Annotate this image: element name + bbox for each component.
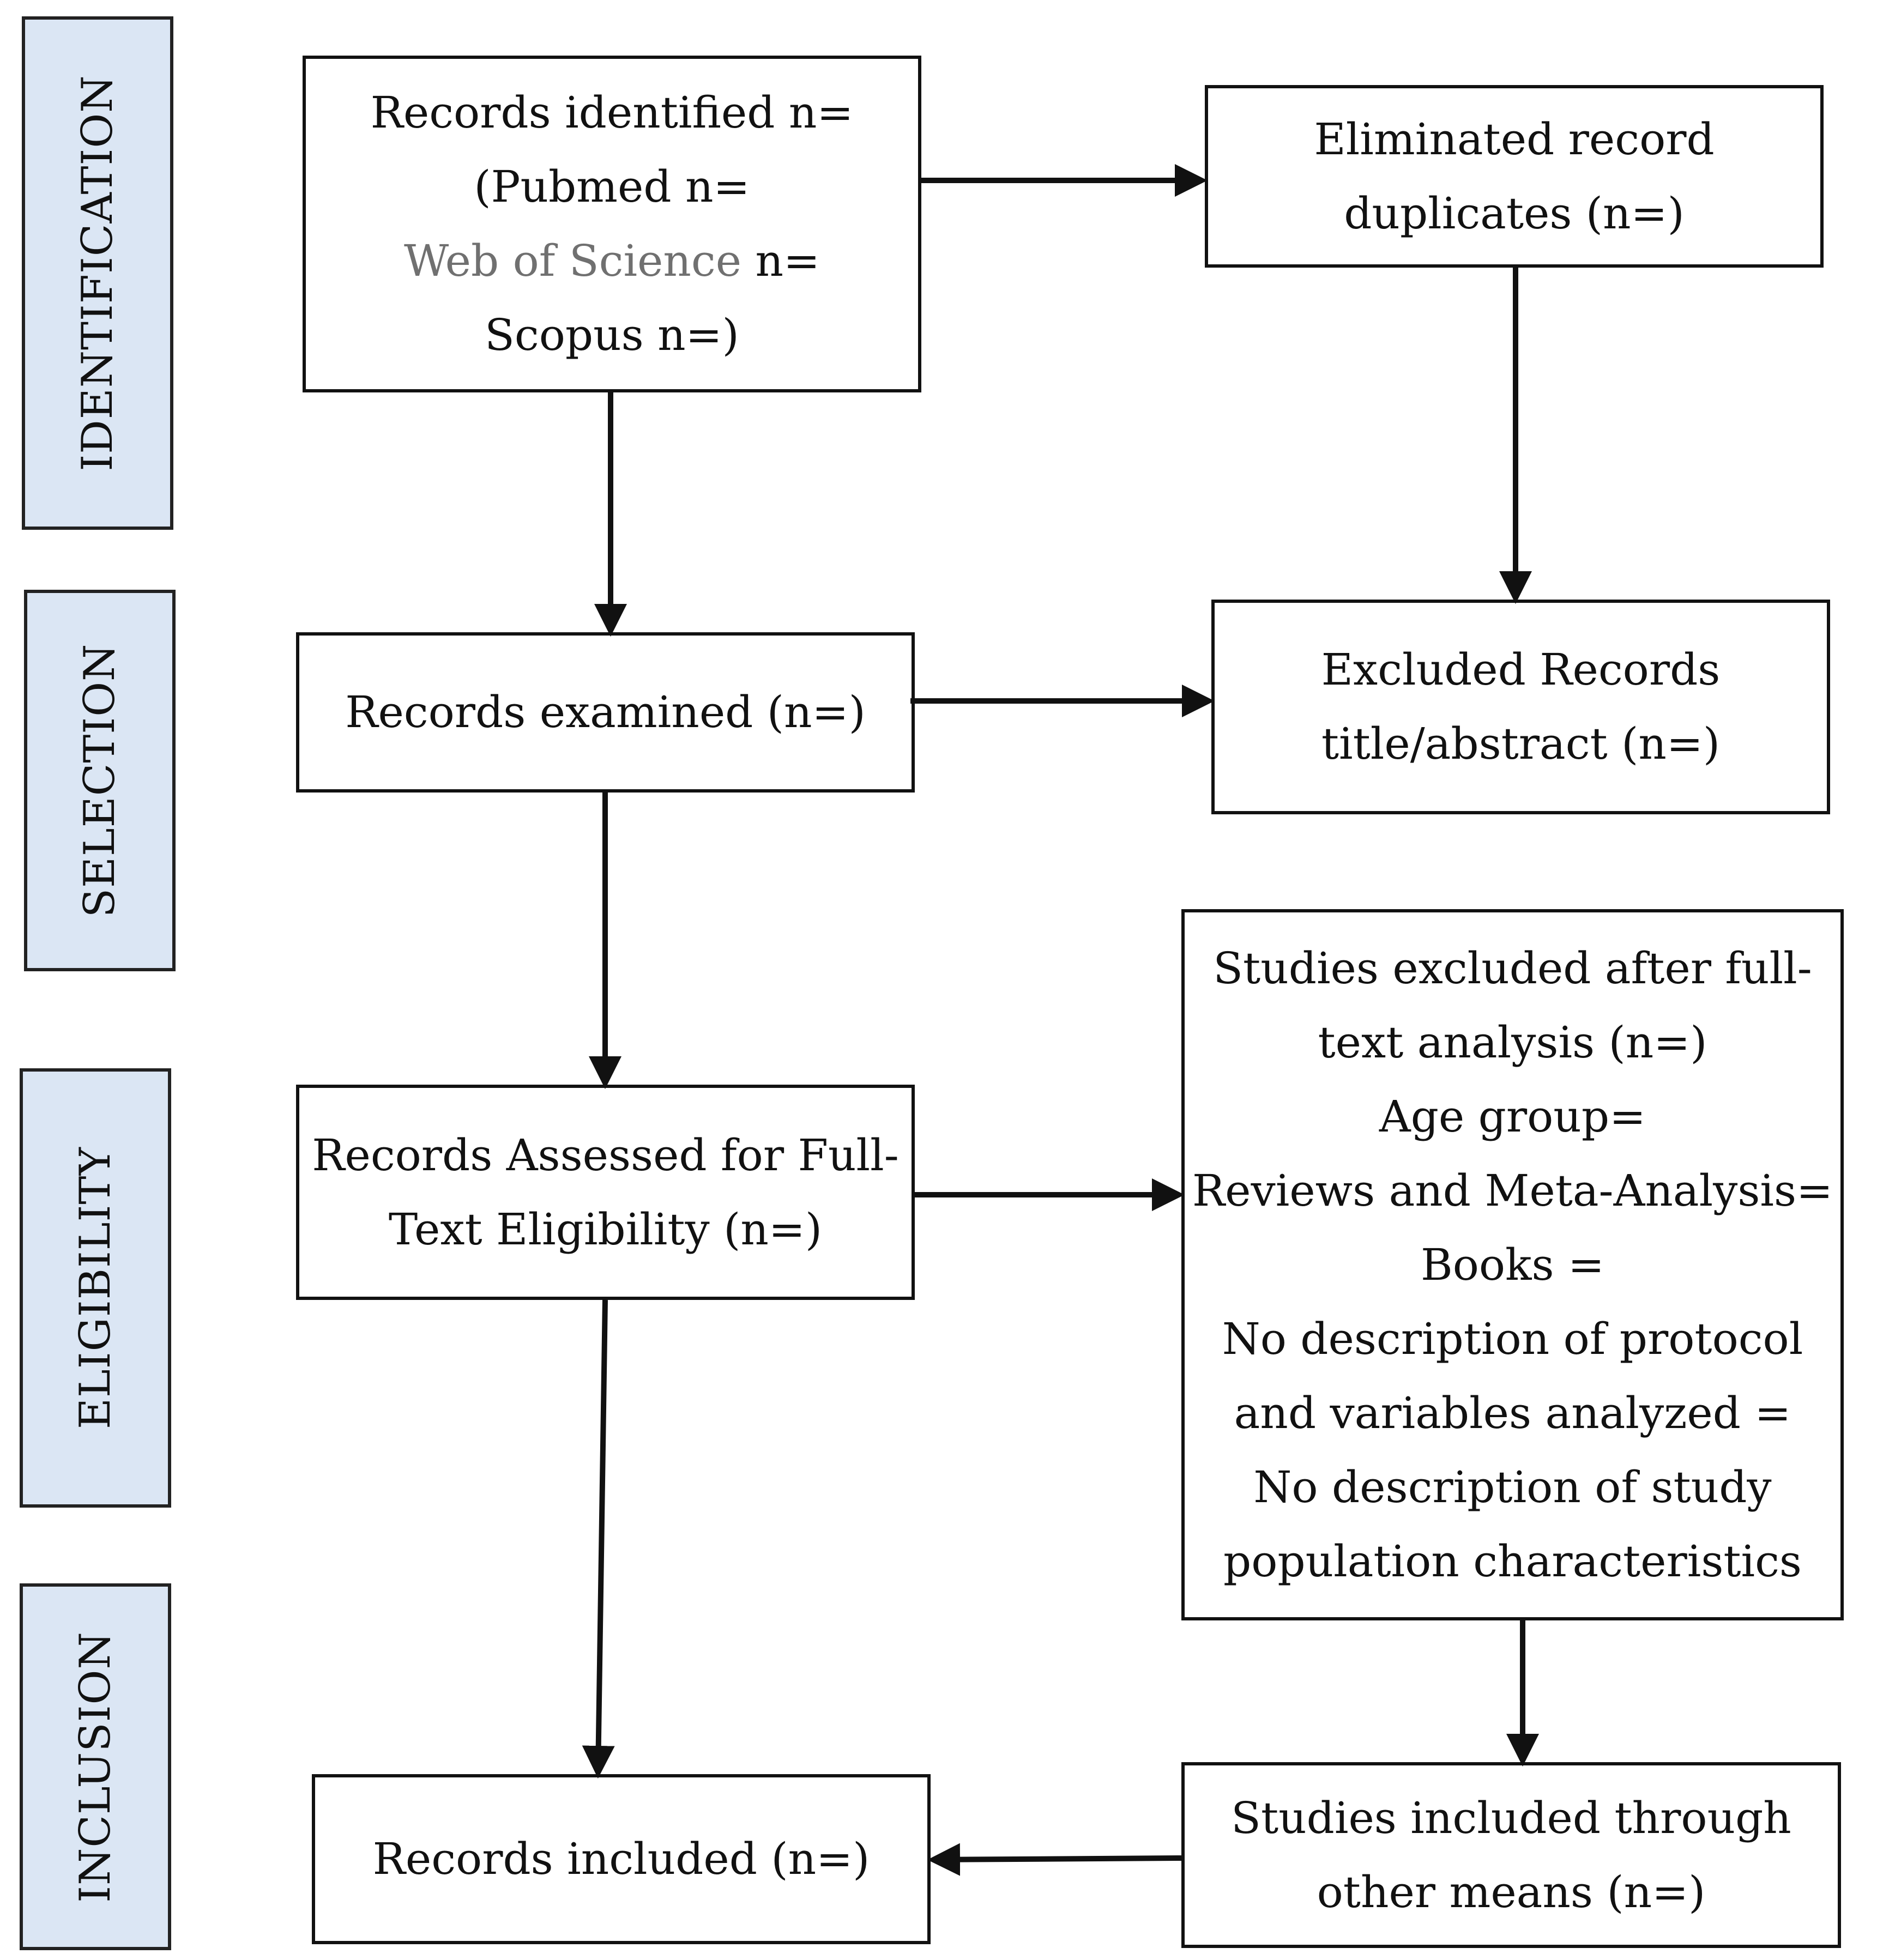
phase-eligibility: ELIGIBILITY: [20, 1068, 171, 1508]
other-means-line1: Studies included through: [1231, 1792, 1791, 1843]
full-text-excluded-line: No description of protocol: [1222, 1313, 1803, 1364]
full-text-excluded-box: Studies excluded after full- text analys…: [1181, 909, 1844, 1620]
records-identified-line3: Web of Science n=: [404, 224, 820, 298]
full-text-excluded-line: and variables analyzed =: [1234, 1387, 1791, 1438]
eliminated-duplicates-box: Eliminated record duplicates (n=): [1205, 85, 1824, 268]
records-identified-line2: (Pubmed n=: [474, 161, 750, 212]
full-text-excluded-line: Books =: [1420, 1239, 1605, 1290]
arrow-other-means-to-included: [927, 1843, 1182, 1876]
arrow-assessed-to-included: [582, 1299, 615, 1778]
full-text-excluded-line: No description of study: [1253, 1461, 1772, 1513]
excluded-records-line1: Excluded Records: [1321, 644, 1721, 695]
records-examined-box: Records examined (n=): [296, 632, 915, 793]
phase-selection: SELECTION: [24, 590, 176, 971]
web-of-science-source: Web of Science: [403, 235, 742, 286]
full-text-excluded-line: population characteristics: [1223, 1535, 1802, 1587]
excluded-records-line2: title/abstract (n=): [1321, 718, 1721, 769]
records-identified-box: Records identified n= (Pubmed n= Web of …: [303, 56, 921, 392]
records-examined-line1: Records examined (n=): [345, 687, 866, 737]
web-of-science-count: n=: [741, 235, 820, 286]
eliminated-duplicates-line1: Eliminated record: [1314, 113, 1715, 165]
phase-identification: IDENTIFICATION: [22, 16, 173, 530]
records-identified-line4: Scopus n=): [485, 310, 739, 360]
other-means-box: Studies included through other means (n=…: [1181, 1762, 1841, 1948]
excluded-records-box: Excluded Records title/abstract (n=): [1211, 600, 1830, 814]
phase-inclusion: INCLUSION: [20, 1583, 171, 1950]
full-text-assessed-box: Records Assessed for Full- Text Eligibil…: [296, 1085, 915, 1300]
records-included-line1: Records included (n=): [372, 1834, 870, 1884]
full-text-excluded-line: Age group=: [1379, 1091, 1646, 1142]
other-means-line2: other means (n=): [1317, 1866, 1706, 1917]
records-identified-line1: Records identified n=: [370, 87, 854, 138]
full-text-assessed-line1: Records Assessed for Full-: [312, 1129, 899, 1181]
eliminated-duplicates-line2: duplicates (n=): [1344, 187, 1685, 239]
full-text-excluded-line: Reviews and Meta-Analysis=: [1192, 1165, 1833, 1216]
records-included-box: Records included (n=): [312, 1774, 931, 1944]
full-text-assessed-line2: Text Eligibility (n=): [388, 1203, 823, 1255]
full-text-excluded-line: Studies excluded after full-: [1213, 942, 1812, 994]
full-text-excluded-line: text analysis (n=): [1318, 1017, 1707, 1068]
